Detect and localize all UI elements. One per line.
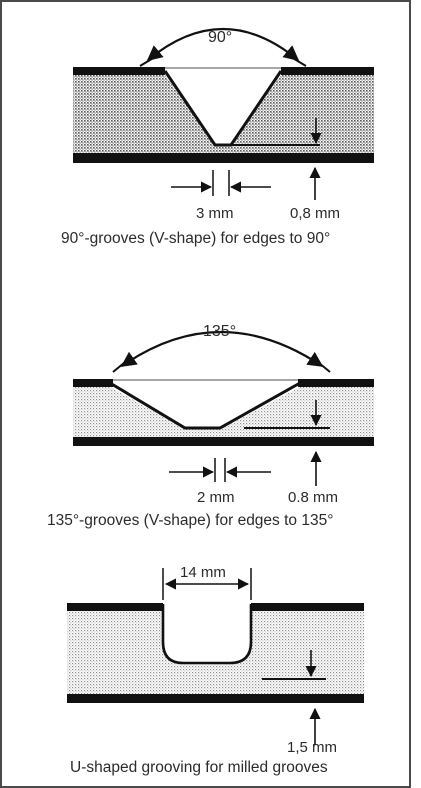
angle-label: 90° [208, 29, 232, 46]
bottom-skin [73, 153, 374, 163]
top-skin-right [298, 379, 374, 387]
depth-label: 0.8 mm [288, 489, 338, 506]
width-label: 3 mm [196, 205, 234, 222]
bottom-skin [73, 437, 374, 446]
width-label: 2 mm [197, 489, 235, 506]
angle-tick-right [285, 53, 307, 67]
depth-label: 0,8 mm [290, 205, 340, 222]
top-skin-left [73, 379, 113, 387]
depth-label: 1,5 mm [287, 739, 337, 756]
diagram-caption: U-shaped grooving for milled grooves [70, 759, 328, 776]
angle-tick-left [112, 357, 131, 373]
angle-arc [120, 330, 324, 367]
diagram-135-v-groove: 135° 2 mm 0.8 mm 135°-grooves (V-shape) … [47, 323, 374, 529]
diagram-90-v-groove: 90° 3 mm 0,8 mm 90°-grooves (V-shape) fo… [61, 27, 374, 247]
top-skin-left [73, 67, 165, 75]
angle-tick-left [139, 53, 161, 67]
top-skin-left [67, 603, 163, 611]
diagram-u-groove: 14 mm 1,5 mm U-shaped grooving for mille… [67, 564, 364, 776]
outer-frame [0, 0, 411, 788]
angle-tick-right [312, 357, 331, 373]
groove-outline [163, 70, 283, 147]
angle-label: 135° [203, 323, 236, 340]
panel-core [73, 75, 374, 153]
top-skin-right [281, 67, 374, 75]
diagram-caption: 135°-grooves (V-shape) for edges to 135° [47, 512, 333, 529]
diagram-caption: 90°-grooves (V-shape) for edges to 90° [61, 230, 330, 247]
panel-core [73, 387, 374, 437]
angle-arc [146, 27, 300, 61]
groove-outline [109, 381, 301, 430]
groove-outline [161, 604, 253, 665]
panel-core [67, 610, 364, 694]
top-skin-right [251, 603, 364, 611]
width-label: 14 mm [180, 564, 226, 581]
bottom-skin [67, 694, 364, 703]
